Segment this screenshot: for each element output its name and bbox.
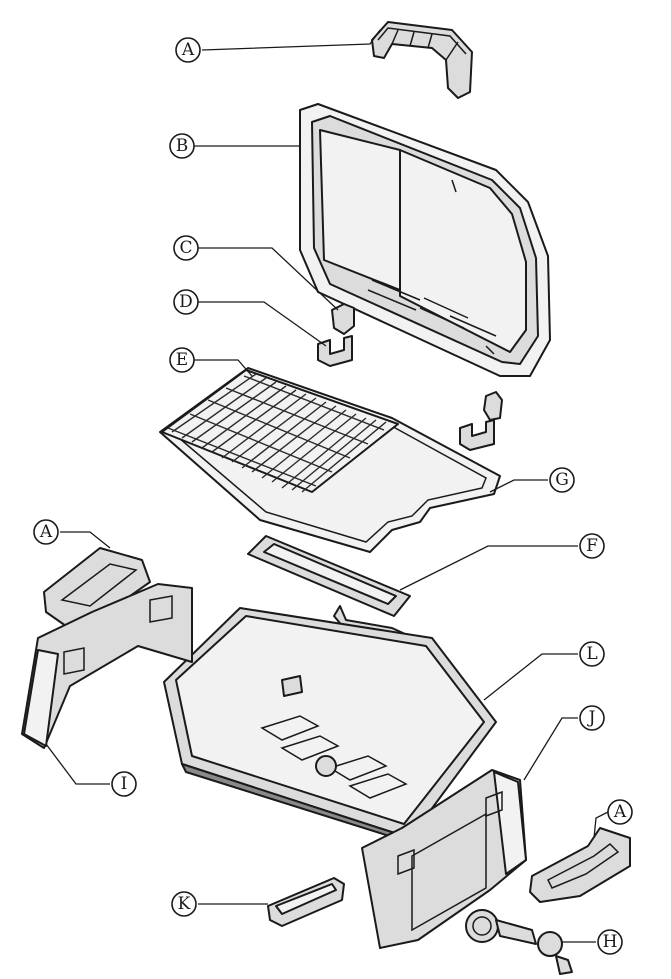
firebox-part — [163, 607, 497, 841]
hinge-right-parts — [459, 391, 503, 451]
lid-part — [299, 103, 551, 377]
callout-a-top: A — [175, 37, 201, 63]
callout-label-a-left: A — [39, 522, 53, 542]
callout-label-d: D — [179, 292, 193, 312]
callout-l: L — [579, 641, 605, 667]
callout-label-j: J — [587, 708, 596, 728]
callout-d: D — [173, 289, 199, 315]
cooking-grate-part — [161, 369, 399, 493]
callout-i: I — [111, 771, 137, 797]
callout-label-e: E — [176, 350, 188, 370]
callout-label-a-right: A — [613, 802, 627, 822]
right-side-shroud-part — [361, 769, 527, 949]
callout-label-a-top: A — [181, 40, 195, 60]
callout-label-g: G — [555, 470, 569, 490]
callout-label-h: H — [603, 932, 618, 952]
callout-j: J — [579, 705, 605, 731]
callout-a-right: A — [607, 799, 633, 825]
callout-b: B — [169, 133, 195, 159]
callout-label-b: B — [176, 136, 189, 156]
burner-part — [247, 535, 441, 657]
callout-f: F — [579, 533, 605, 559]
hinge-left-parts — [317, 303, 355, 367]
handle-top-part — [371, 21, 473, 99]
regulator-part — [465, 909, 573, 975]
callout-c: C — [173, 235, 199, 261]
handle-right-part — [529, 827, 631, 903]
callout-g: G — [549, 467, 575, 493]
callout-label-c: C — [179, 238, 192, 258]
left-side-shroud-part — [21, 583, 193, 749]
callout-label-l: L — [586, 644, 597, 664]
callout-label-k: K — [178, 894, 191, 914]
callout-h: H — [597, 929, 623, 955]
callout-label-f: F — [586, 536, 598, 556]
callout-e: E — [169, 347, 195, 373]
callout-a-left: A — [33, 519, 59, 545]
callout-k: K — [171, 891, 197, 917]
leader-lines — [45, 29, 609, 943]
callout-label-i: I — [121, 774, 128, 794]
grease-tray-part — [267, 877, 345, 927]
